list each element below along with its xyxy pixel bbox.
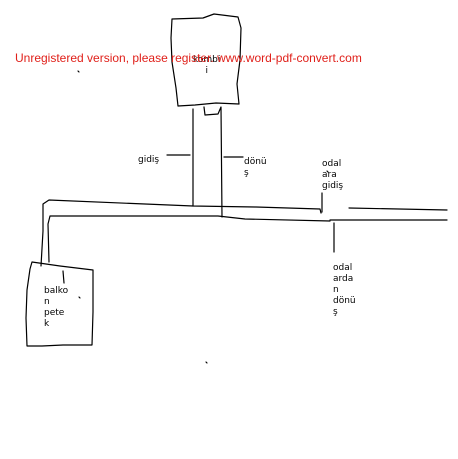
stray-mark — [78, 296, 81, 299]
bottom-box-outline — [25, 261, 94, 347]
stray-mark — [205, 361, 208, 364]
top-box-label-line: kombi — [193, 55, 221, 65]
between-rooms-supply-pipe — [348, 207, 448, 211]
bottom-box-connector — [62, 270, 65, 284]
top-box-outline — [170, 13, 242, 107]
supply-pipe-label: gidiş — [138, 155, 160, 165]
between-rooms-return-label-line: ş — [333, 307, 338, 317]
between-rooms-return-label-line: odal — [333, 263, 353, 273]
return-pipe-label: dönü ş — [244, 157, 267, 179]
return-riser-pipe — [203, 106, 223, 218]
bottom-box-label-line: n — [44, 297, 50, 307]
between-rooms-supply-label-line: ara — [322, 170, 337, 180]
between-rooms-supply-label-line: gidiş — [322, 181, 344, 191]
supply-main-pipe — [40, 199, 322, 267]
return-pipe-label-line: dönü — [244, 157, 267, 167]
bottom-box-label: balko n pete k — [44, 286, 68, 330]
bottom-box-label-line: pete — [44, 308, 65, 318]
between-rooms-return-label-line: dönü — [333, 296, 356, 306]
bottom-box-label-line: k — [44, 319, 50, 329]
bottom-box-label-line: balko — [44, 286, 69, 296]
between-rooms-return-label-line: n — [333, 285, 339, 295]
top-box-label-line: i — [205, 66, 208, 76]
return-main-pipe — [47, 215, 331, 263]
stray-mark — [77, 70, 80, 73]
between-rooms-return-label-line: arda — [333, 274, 354, 284]
top-box-label: kombi i — [193, 55, 220, 77]
watermark-banner: Unregistered version, please register. w… — [15, 51, 362, 65]
stray-mark — [326, 170, 329, 173]
return-pipe-label-line: ş — [244, 168, 249, 178]
between-rooms-return-label: odal arda n dönü ş — [333, 263, 356, 318]
between-rooms-supply-label-line: odal — [322, 159, 342, 169]
between-rooms-supply-label: odal ara gidiş — [322, 159, 343, 192]
